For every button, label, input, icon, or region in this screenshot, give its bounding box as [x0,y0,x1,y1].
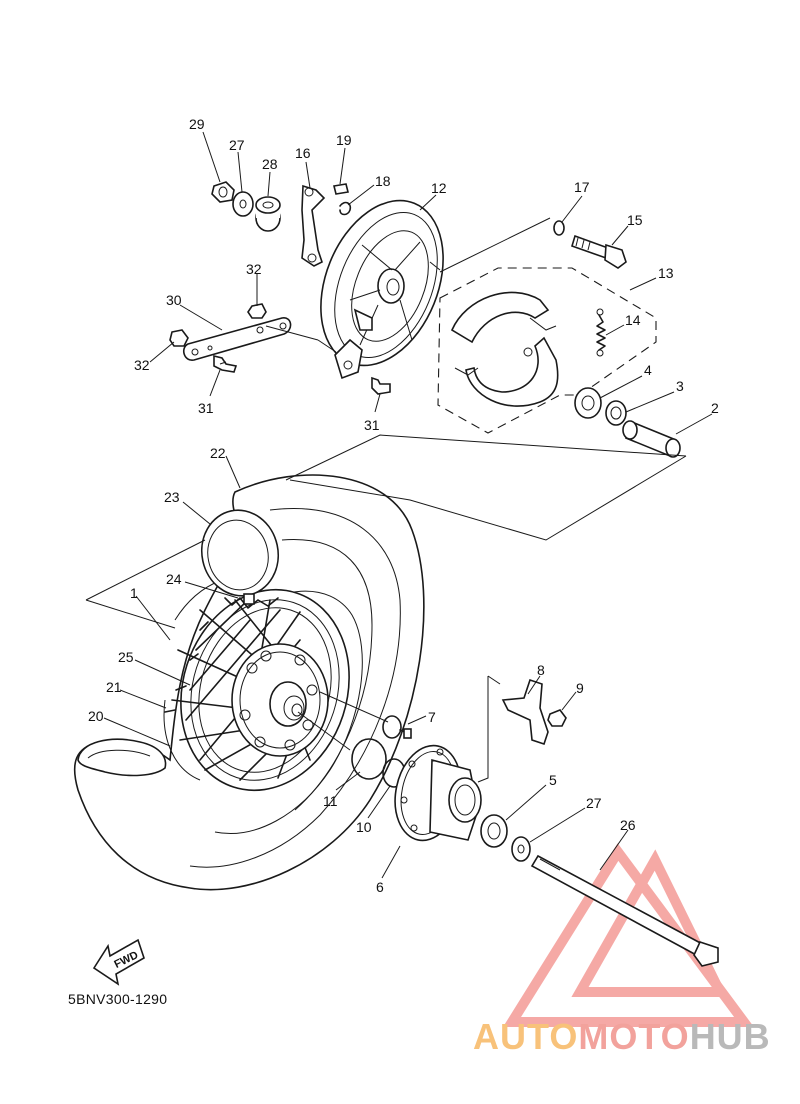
wheel-axle [530,854,719,967]
callout-23: 23 [164,489,180,505]
part-code: 5BNV300-1290 [68,991,168,1007]
callout-29: 29 [189,116,205,132]
chain-puller [501,678,549,746]
nut-9 [547,709,567,727]
callout-6: 6 [376,879,384,895]
fwd-arrow-icon: FWD [92,938,145,986]
callout-2: 2 [711,400,719,416]
callout-20: 20 [88,708,104,724]
wheel-hub [231,643,329,757]
callout-26: 26 [620,817,636,833]
tension-bar [182,317,292,361]
watermark-logo-icon [502,843,754,1027]
brake-shoes [450,291,559,407]
callout-31-left: 31 [198,400,214,416]
assembly-guide-lines [85,217,687,783]
watermark-wordmark: AUTOMOTOHUB [473,1016,771,1058]
watermark-auto: AUTO [473,1016,579,1057]
callout-32-left: 32 [134,357,150,373]
callout-9: 9 [576,680,584,696]
callout-27-lower: 27 [586,795,602,811]
oil-seal-3 [605,400,627,426]
washer-27-lower [511,836,531,862]
collar-28 [255,196,281,232]
callout-22: 22 [210,445,226,461]
nut-29 [211,181,235,203]
callout-5: 5 [549,772,557,788]
nut-32-left [169,329,189,347]
valve-nut [243,593,255,605]
bearing-4 [574,387,602,419]
brake-shoe-kit-outline [437,267,657,434]
clutch-hub [394,744,482,842]
bolt-31-left [213,354,238,373]
callout-leaders [103,131,713,879]
callout-8: 8 [537,662,545,678]
nut-32-top [247,303,267,319]
callout-17: 17 [574,179,590,195]
washer-17 [553,220,565,236]
callout-19: 19 [336,132,352,148]
callout-labels: 1 2 3 4 5 6 7 8 9 10 11 12 13 14 15 16 1… [88,116,719,895]
o-ring-11 [351,738,387,780]
camshaft-lever [301,184,326,267]
watermark-moto: MOTO [578,1016,690,1057]
rim-band [224,597,279,609]
callout-28: 28 [262,156,278,172]
bearing-5 [480,814,508,848]
callout-11: 11 [323,793,338,809]
callout-1: 1 [130,585,138,601]
callout-27-upper: 27 [229,137,245,153]
callout-18: 18 [375,173,391,189]
callout-12: 12 [431,180,447,196]
tube [200,509,280,597]
callout-24: 24 [166,571,182,587]
washer-27 [232,191,254,217]
callout-15: 15 [627,212,643,228]
callout-4: 4 [644,362,652,378]
callout-13: 13 [658,265,674,281]
callout-25: 25 [118,649,134,665]
bolt-19 [333,183,349,195]
spacer-2 [622,420,681,458]
brake-shoe-spring [596,308,606,357]
callout-14: 14 [625,312,641,328]
brake-camshaft [571,234,627,269]
callout-7: 7 [428,709,436,725]
callout-10: 10 [356,819,372,835]
spoke-nipples [164,621,209,713]
callout-21: 21 [106,679,122,695]
callout-32-top: 32 [246,261,262,277]
bolt-31-right [371,376,391,395]
callout-16: 16 [295,145,311,161]
indicator-plate-18 [339,201,352,216]
callout-30: 30 [166,292,182,308]
callout-31-right: 31 [364,417,380,433]
brake-shoe-plate [320,199,444,380]
watermark-hub: HUB [689,1016,771,1057]
callout-3: 3 [676,378,684,394]
